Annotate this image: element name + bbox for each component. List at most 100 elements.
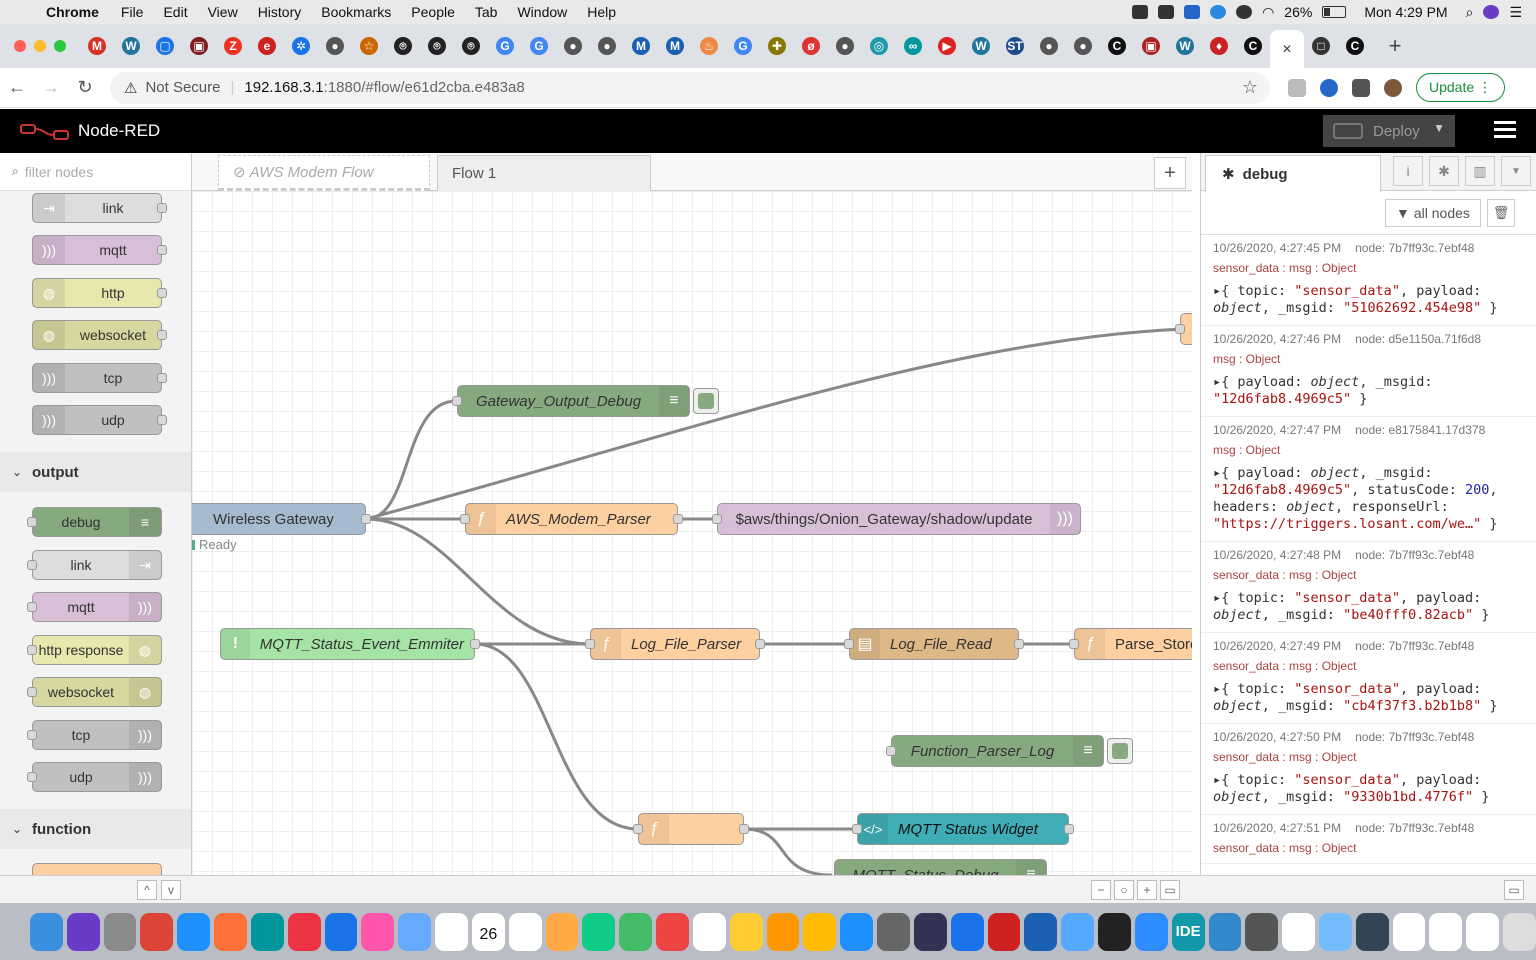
active-tab[interactable]: ✕ (1270, 30, 1304, 68)
message-node[interactable]: node: 7b7ff93c.7ebf48 (1355, 639, 1475, 653)
palette-node-websocket-out[interactable]: websocket◍ (27, 677, 162, 707)
forward-icon[interactable]: → (42, 77, 60, 97)
navigator-button[interactable]: ▭ (1160, 880, 1180, 900)
node-port[interactable] (1069, 639, 1079, 649)
node-log-file-read[interactable]: ▤ Log_File_Read (844, 628, 1024, 660)
status-icon[interactable] (1184, 5, 1201, 19)
dock-app-icon[interactable] (1392, 912, 1426, 951)
menu-help[interactable]: Help (587, 4, 617, 20)
dock-app-icon[interactable] (877, 912, 910, 951)
dock-app-icon[interactable] (1503, 912, 1536, 951)
node-port[interactable] (852, 824, 862, 834)
security-label[interactable]: Not Secure (145, 79, 221, 96)
browser-tab[interactable]: ● (1032, 29, 1066, 63)
browser-tab[interactable]: ⌾ (454, 29, 488, 63)
dock-app-icon[interactable] (1429, 912, 1463, 951)
dock-app-icon[interactable] (950, 912, 984, 951)
dock-app-icon[interactable] (1208, 912, 1242, 951)
dock-app-icon[interactable] (140, 912, 174, 951)
debug-tab-button[interactable]: ✱ (1429, 156, 1459, 186)
dock-app-icon[interactable] (913, 912, 947, 951)
palette-node-mqtt-in[interactable]: )))mqtt (32, 235, 167, 265)
dock-app-icon[interactable] (1466, 912, 1500, 951)
browser-tab[interactable]: C (1338, 29, 1372, 63)
browser-tab[interactable]: ⌾ (386, 29, 420, 63)
menu-people[interactable]: People (411, 4, 455, 20)
address-bar[interactable]: ⚠ Not Secure | 192.168.3.1:1880/#flow/e6… (110, 71, 1270, 104)
tab-debug[interactable]: ✱debug (1205, 155, 1381, 192)
dock-app-icon[interactable] (840, 912, 874, 951)
palette-node-http-response[interactable]: http response◍ (27, 635, 162, 665)
battery-icon[interactable] (1322, 6, 1347, 18)
palette-node-mqtt-out[interactable]: mqtt))) (27, 592, 162, 622)
palette-node-tcp-in[interactable]: )))tcp (32, 363, 167, 393)
browser-tab[interactable]: C (1236, 29, 1270, 63)
node-port[interactable] (27, 772, 37, 782)
zoom-in-button[interactable]: + (1137, 880, 1157, 900)
node-port[interactable] (712, 514, 722, 524)
browser-tab[interactable]: ● (590, 29, 624, 63)
node-port[interactable] (1014, 639, 1024, 649)
dock-app-icon[interactable] (692, 912, 726, 951)
palette-node-debug[interactable]: debug≡ (27, 507, 162, 537)
bookmark-star-icon[interactable]: ☆ (1241, 77, 1258, 97)
browser-tab[interactable]: ø (794, 29, 828, 63)
dock-app-icon[interactable] (361, 912, 395, 951)
notification-center-icon[interactable]: ☰ (1509, 3, 1522, 20)
dock-app-icon[interactable] (250, 912, 284, 951)
palette-filter[interactable]: ⌕ filter nodes (0, 153, 191, 191)
extension-icon[interactable] (1320, 78, 1338, 97)
dashboard-tab-button[interactable]: ▥ (1465, 156, 1495, 186)
filter-all-nodes-button[interactable]: ▼all nodes (1385, 199, 1481, 227)
close-window-button[interactable] (14, 40, 26, 52)
palette-node-http-in[interactable]: ◍http (32, 278, 167, 308)
clock[interactable]: Mon 4:29 PM (1364, 4, 1448, 20)
browser-tab[interactable]: ● (318, 29, 352, 63)
node-port[interactable] (844, 639, 854, 649)
menu-edit[interactable]: Edit (163, 4, 188, 20)
menu-file[interactable]: File (120, 4, 144, 20)
new-tab-button[interactable]: + (1388, 33, 1402, 58)
node-port[interactable] (27, 687, 37, 697)
node-port[interactable] (755, 639, 765, 649)
dock-app-icon[interactable] (1355, 912, 1389, 951)
node-port[interactable] (157, 415, 167, 425)
zoom-out-button[interactable]: − (1091, 880, 1111, 900)
menu-tab[interactable]: Tab (474, 4, 498, 20)
dock-app-icon[interactable] (729, 912, 763, 951)
dock-app-icon[interactable] (177, 912, 211, 951)
node-mqtt-status-event-emmiter[interactable]: ! MQTT_Status_Event_Emmiter (220, 628, 480, 660)
dock-app-icon[interactable] (1134, 912, 1168, 951)
message-node[interactable]: node: 7b7ff93c.7ebf48 (1355, 548, 1475, 562)
status-icon[interactable] (1158, 5, 1175, 19)
zoom-window-button[interactable] (54, 40, 66, 52)
browser-tab[interactable]: M (658, 29, 692, 63)
browser-tab[interactable]: ST (998, 29, 1032, 63)
browser-tab[interactable]: G (726, 29, 760, 63)
browser-tab[interactable]: ▶ (930, 29, 964, 63)
tab-aws-modem-flow[interactable]: ⊘AWS Modem Flow (218, 155, 430, 191)
node-aws-modem-parser[interactable]: ƒ AWS_Modem_Parser (460, 503, 683, 535)
category-function[interactable]: ⌄function (0, 809, 191, 849)
filter-nodes-input[interactable]: filter nodes (24, 163, 94, 180)
dock-app-icon[interactable] (324, 912, 358, 951)
node-mqtt-status-debug[interactable]: MQTT_Status_Debug ≡ (834, 859, 1047, 875)
dock-app-icon[interactable] (30, 912, 63, 951)
status-icon[interactable] (1132, 5, 1149, 19)
debug-toggle-button[interactable] (693, 388, 719, 414)
dock-app-icon[interactable] (987, 912, 1021, 951)
menu-window[interactable]: Window (517, 4, 568, 20)
dock-app-icon[interactable] (1318, 912, 1352, 951)
dock-app-icon[interactable] (435, 912, 468, 951)
dock-app-icon[interactable] (398, 912, 432, 951)
status-icon[interactable] (1210, 5, 1227, 19)
palette-node-function[interactable] (32, 863, 162, 875)
node-gateway-output-debug[interactable]: Gateway_Output_Debug ≡ (452, 385, 719, 417)
check-icon[interactable] (1236, 5, 1253, 19)
browser-tab[interactable]: ▢ (148, 29, 182, 63)
message-node[interactable]: node: 7b7ff93c.7ebf48 (1355, 241, 1475, 255)
